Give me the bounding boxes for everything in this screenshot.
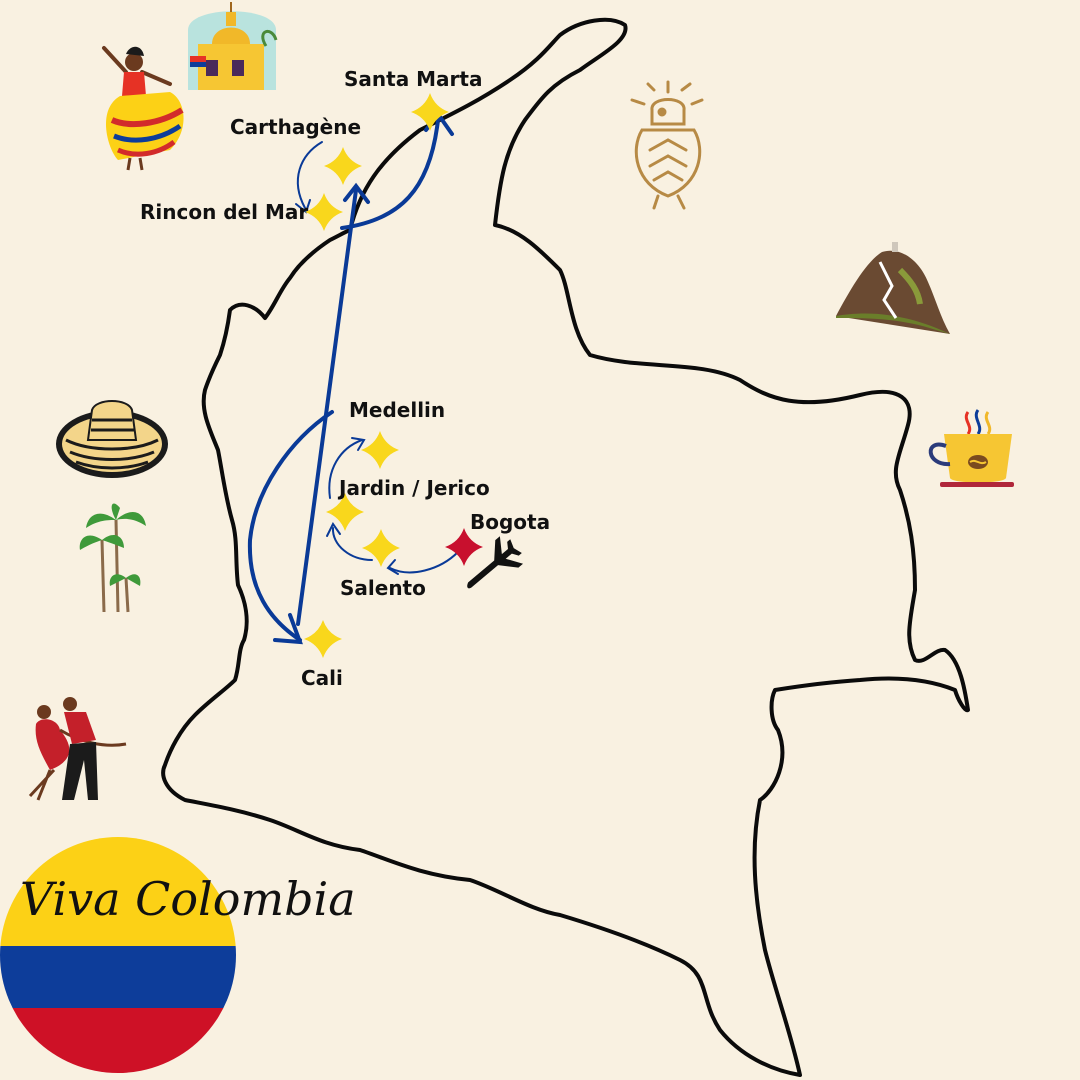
route-rincon-to-santa-marta	[340, 118, 440, 230]
route-carthagene-to-rincon	[296, 141, 323, 209]
star-jardin-jerico	[326, 493, 364, 531]
label-rincon-del-mar: Rincon del Mar	[140, 200, 308, 224]
colombia-outline	[161, 17, 970, 1077]
label-carthagene: Carthagène	[230, 115, 361, 139]
star-cali	[304, 620, 342, 658]
label-bogota: Bogota	[470, 510, 550, 534]
penol-rock-icon	[836, 242, 950, 334]
poster-title: Viva Colombia	[20, 872, 356, 926]
star-salento	[362, 529, 400, 567]
route-arrowheads	[273, 110, 454, 645]
label-medellin: Medellin	[349, 398, 445, 422]
route-jardin-to-medellin	[328, 439, 363, 499]
label-jardin-jerico: Jardin / Jerico	[337, 476, 490, 500]
route-bogota-to-salento	[389, 551, 459, 574]
coffee-cup-icon	[928, 409, 1014, 487]
star-santa-marta	[411, 93, 449, 131]
route-cali-to-rincon	[296, 188, 358, 626]
star-bogota	[445, 528, 483, 566]
salsa-dancers-icon	[28, 697, 127, 801]
route-salento-to-jardin	[331, 527, 373, 561]
route-main	[247, 118, 440, 642]
label-salento: Salento	[340, 576, 426, 600]
label-cali: Cali	[301, 666, 343, 690]
star-rincon-del-mar	[305, 193, 343, 231]
route-medellin-to-cali	[247, 410, 334, 642]
tayrona-figure-icon	[630, 80, 704, 210]
city-stars	[304, 93, 483, 658]
star-medellin	[361, 431, 399, 469]
city-labels: Santa Marta Carthagène Rincon del Mar Me…	[140, 67, 550, 690]
airplane-icon	[467, 536, 524, 589]
cumbia-dancer-icon	[102, 46, 184, 171]
wax-palm-icon	[79, 503, 146, 613]
label-santa-marta: Santa Marta	[344, 67, 482, 91]
route-secondary	[295, 141, 459, 575]
sombrero-vueltiao-icon	[56, 400, 168, 478]
star-carthagene	[324, 147, 362, 185]
colonial-church-icon	[188, 2, 278, 90]
